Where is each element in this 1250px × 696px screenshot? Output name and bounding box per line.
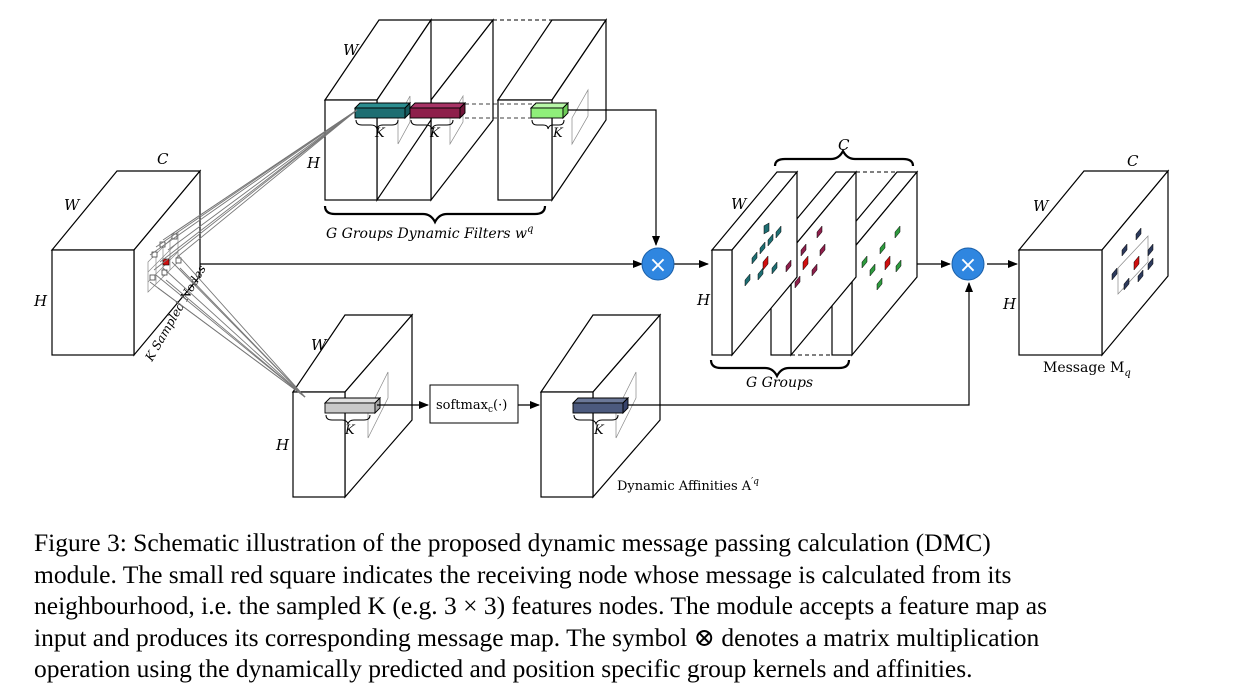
groups-w-label: W (731, 195, 748, 213)
softmax-label: softmaxc(·) (436, 398, 507, 415)
flow-arrows (200, 109, 1018, 409)
filters-h-label: H (306, 154, 321, 172)
affinity-output-brace (573, 414, 619, 425)
filter-k2-label: K (429, 126, 441, 141)
caption-line-5: operation using the dynamically predicte… (34, 654, 973, 683)
multiply-node-1: × (641, 247, 675, 281)
aff-in-w-label: W (311, 336, 328, 354)
caption-line-3: neighbourhood, i.e. the sampled K (e.g. … (34, 591, 1048, 620)
filter-k-braces (355, 119, 565, 130)
filter-k3-label: K (552, 126, 564, 141)
multiply-node-2: × (951, 247, 985, 281)
affinity-output-block (571, 396, 630, 415)
aff-caption: Dynamic Affinities A′q (617, 477, 759, 494)
filters-brace (323, 205, 547, 225)
filter-k1-label: K (374, 126, 386, 141)
filter-blocks (353, 101, 570, 120)
softmax-box (429, 384, 519, 424)
filters-w-label: W (343, 41, 360, 59)
svg-text:×: × (649, 253, 667, 278)
affinity-input-grid (367, 371, 389, 439)
dmc-diagram: C W H K Sampled Nodes (33, 18, 1170, 499)
svg-text:×: × (959, 253, 977, 278)
affinity-input-block (323, 396, 382, 415)
message-caption: Message Mq (1043, 360, 1131, 379)
msg-w-label: W (1033, 197, 1050, 215)
input-h-label: H (33, 292, 48, 310)
groups-h-label: H (696, 291, 711, 309)
groups-stack (710, 170, 919, 357)
group1-nodes (763, 222, 770, 235)
input-receiving-node (162, 258, 170, 266)
caption-line-2: module. The small red square indicates t… (34, 559, 1012, 589)
groups-c-brace (773, 148, 915, 167)
input-c-label: C (157, 150, 169, 168)
affinity-input-brace (325, 414, 371, 425)
message-nodes (1111, 227, 1154, 291)
aff-out-k-label: K (593, 423, 605, 438)
figure-caption: Figure 3: Schematic illustration of the … (34, 527, 1224, 685)
filters-caption: G Groups Dynamic Filters wq (326, 224, 533, 242)
sampling-lines (149, 109, 358, 398)
filter-dashed-links (465, 103, 536, 119)
groups-c-label: C (838, 136, 850, 154)
input-w-label: W (64, 196, 81, 214)
affinity-output-grid (615, 371, 637, 439)
caption-line-1: Figure 3: Schematic illustration of the … (34, 528, 991, 557)
msg-h-label: H (1002, 295, 1017, 313)
caption-line-4: input and produces its corresponding mes… (34, 622, 1040, 652)
groups-caption: G Groups (746, 375, 813, 391)
groups-bottom-brace (709, 359, 851, 379)
group-node-patterns (744, 225, 902, 291)
message-grid (1117, 235, 1149, 295)
aff-in-h-label: H (275, 436, 290, 454)
msg-c-label: C (1127, 152, 1139, 170)
aff-in-k-label: K (344, 423, 356, 438)
